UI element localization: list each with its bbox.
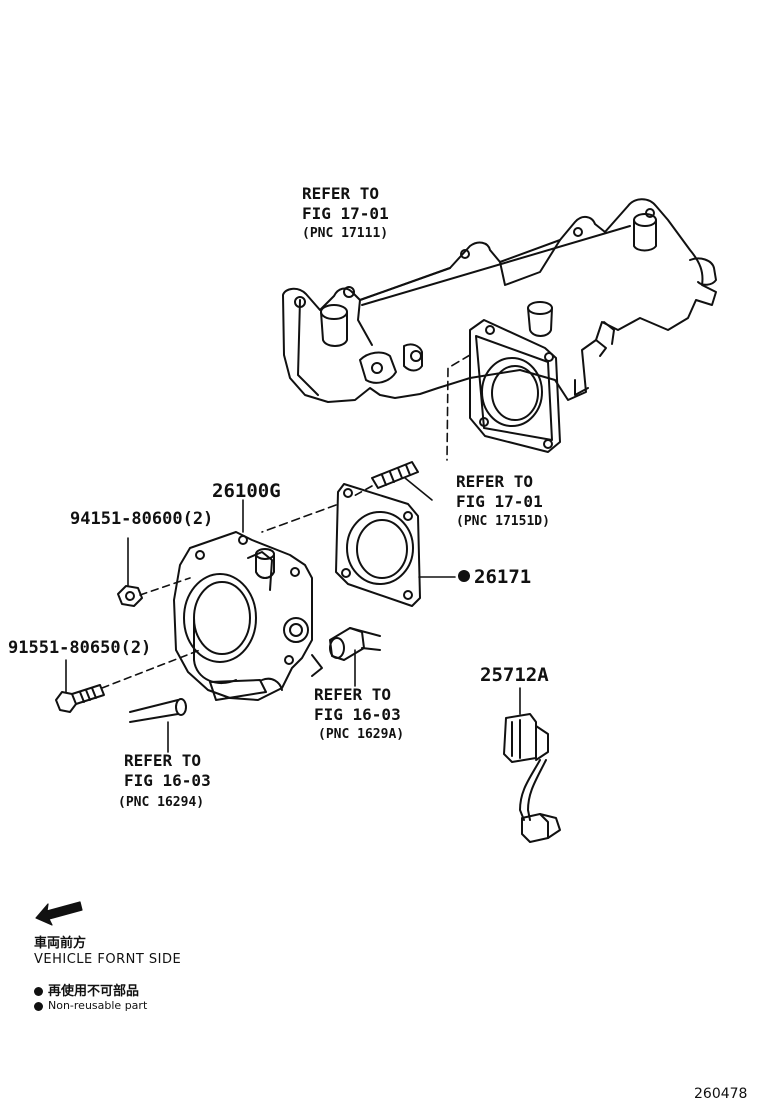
part-number-nut: 94151-80600(2) [70, 509, 214, 529]
nonreuse-text-en: Non-reusable part [48, 999, 148, 1012]
bolt-mount-line [101, 649, 201, 689]
non-reusable-dot-icon [34, 1001, 43, 1011]
nut [117, 585, 143, 607]
figure-number: 260478 [694, 1086, 748, 1102]
part-number-gasket: 26171 [458, 568, 531, 587]
part-number-connector: 25712A [480, 664, 549, 686]
manifold-refer-line1: REFER TO [302, 184, 380, 203]
stud-refer-pnc: (PNC 17151D) [456, 514, 550, 529]
nut-mount-line [139, 577, 191, 596]
part-number-throttle-body: 26100G [212, 480, 281, 502]
non-reusable-dot-icon [458, 570, 470, 582]
manifold-refer-pnc: (PNC 17111) [302, 226, 389, 241]
stud-refer-line1: REFER TO [456, 472, 534, 491]
hose-right-refer-pnc: (PNC 1629A) [318, 727, 405, 742]
nonreuse-legend-en: Non-reusable part [34, 999, 147, 1012]
manifold-refer-line2: FIG 17-01 [302, 204, 389, 223]
hose-right [329, 627, 381, 661]
nonreuse-legend-jp: 再使用不可部品 [34, 980, 139, 999]
front-arrow-icon [35, 901, 83, 926]
gasket-tb-line [261, 504, 337, 533]
hose-left-refer-pnc: (PNC 16294) [118, 795, 205, 810]
hose-left [129, 698, 187, 723]
throttle-body [173, 531, 323, 701]
hose-right-refer-line2: FIG 16-03 [314, 705, 401, 724]
direction-label-jp: 車両前方 [34, 936, 87, 951]
hose-left-refer-line1: REFER TO [124, 751, 202, 770]
stud-gasket-line [351, 485, 373, 498]
nonreuse-text-jp: 再使用不可部品 [48, 984, 140, 999]
stud-leader [404, 477, 433, 501]
direction-label-en: VEHICLE FORNT SIDE [34, 952, 182, 967]
intake-manifold [282, 198, 717, 453]
wiring-connector [503, 713, 561, 843]
gasket-number: 26171 [474, 566, 532, 588]
stud-bolt [371, 461, 419, 489]
non-reusable-dot-icon [34, 987, 43, 996]
bolt [55, 684, 105, 713]
gasket [335, 483, 421, 607]
stud-refer-line2: FIG 17-01 [456, 492, 543, 511]
stud-mount-line [446, 354, 471, 461]
part-number-bolt: 91551-80650(2) [8, 638, 152, 658]
hose-left-refer-line2: FIG 16-03 [124, 771, 211, 790]
hose-right-refer-line1: REFER TO [314, 685, 392, 704]
